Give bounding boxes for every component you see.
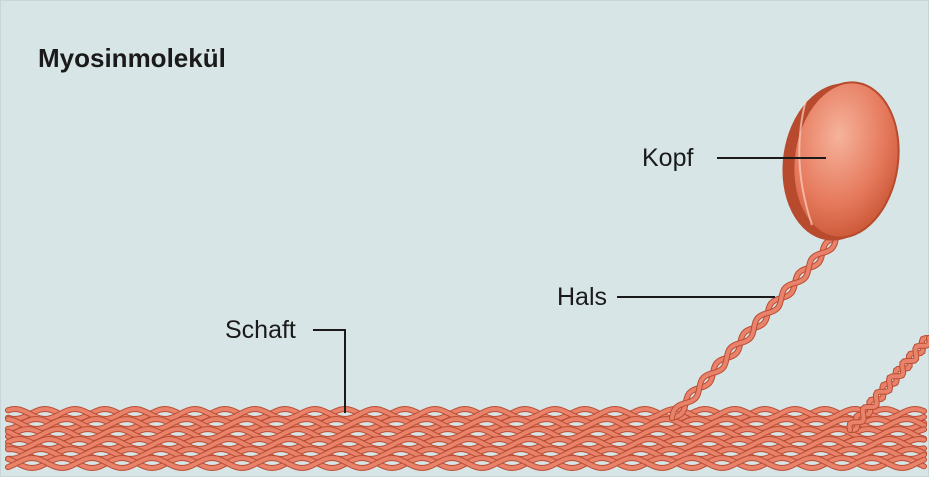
shaft-label: Schaft <box>225 316 296 344</box>
diagram-title: Myosinmolekül <box>38 43 226 73</box>
shaft-bundle <box>8 409 924 468</box>
neck-label: Hals <box>557 283 607 311</box>
head-label: Kopf <box>642 144 693 172</box>
